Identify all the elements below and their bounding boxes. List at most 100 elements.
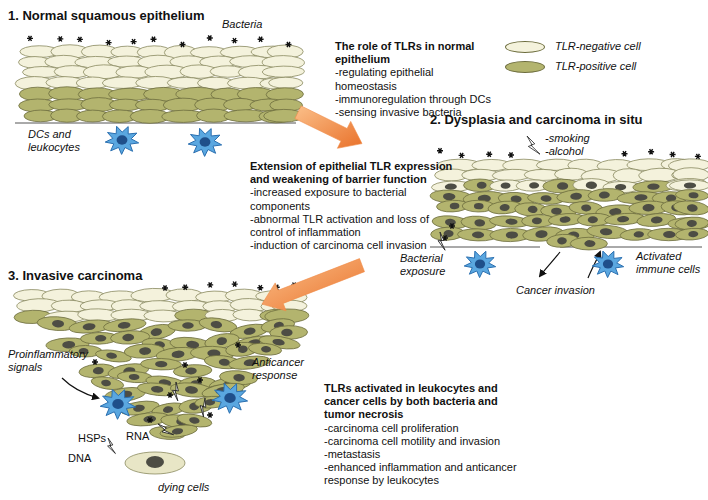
cell-nucleus <box>529 182 539 188</box>
cell-nucleus <box>133 404 146 413</box>
bacterium <box>670 152 676 157</box>
cell-nucleus <box>95 335 106 342</box>
cell-nucleus <box>600 228 613 236</box>
annotation-label: -alcohol <box>545 145 584 158</box>
cell-nucleus <box>261 346 272 353</box>
cell-nucleus <box>588 216 598 223</box>
block-heading: The role of TLRs in normal epithelium <box>335 40 497 66</box>
cell-nucleus <box>117 135 128 145</box>
cell-nucleus <box>603 260 613 269</box>
cell-nucleus <box>688 192 698 198</box>
cell-nucleus <box>112 399 124 409</box>
legend-text: TLR-positive cell <box>555 60 636 72</box>
cell-nucleus <box>477 182 487 189</box>
tlr-positive-cell <box>570 237 607 250</box>
stage-panel: 3. Invasive carcinoma <box>5 265 262 495</box>
bullet-item: -carcinoma cell proliferation <box>324 422 524 435</box>
bullet-item: -enhanced inflammation and anticancer re… <box>324 461 524 487</box>
text-block: TLRs activated in leukocytes and cancer … <box>324 382 524 488</box>
cell-nucleus <box>474 219 485 227</box>
cell-nucleus <box>687 220 697 227</box>
annotation-label: Cancer invasion <box>516 284 595 297</box>
cell-nucleus <box>243 327 256 336</box>
cell-nucleus <box>532 217 542 224</box>
dying-cell <box>125 452 185 474</box>
cell-nucleus <box>185 386 199 395</box>
tlr-negative-cell <box>262 66 304 78</box>
cell-nucleus <box>171 427 183 435</box>
bacterium <box>27 36 33 41</box>
annotation-label: -smoking <box>545 132 590 145</box>
bacterium <box>77 37 83 42</box>
bacterium <box>57 36 63 41</box>
tlr-positive-cell <box>248 342 282 357</box>
bacterium <box>151 37 157 42</box>
bacterium <box>622 151 628 156</box>
legend-swatch <box>505 41 545 53</box>
tlr-positive-cell <box>675 189 708 201</box>
bacterium <box>437 148 443 153</box>
cell-nucleus <box>93 367 104 375</box>
bacterium <box>182 362 188 367</box>
bullet-item: -sensing invasive bacteria <box>335 106 497 119</box>
bullet-item: -metastasis <box>324 448 524 461</box>
bacterium <box>147 417 153 422</box>
annotation-label: DCs and leukocytes <box>28 128 90 154</box>
cell-nucleus <box>210 320 222 329</box>
annotation-label: RNA <box>126 430 149 443</box>
lightning-symbol <box>527 136 540 154</box>
lightning-symbol <box>158 420 174 438</box>
annotation-label: Anticancer response <box>252 356 312 382</box>
cell-nucleus <box>122 334 134 342</box>
text-block: Extension of epithelial TLR expression a… <box>250 160 460 252</box>
cell-nucleus <box>443 193 456 201</box>
cell-nucleus <box>171 350 184 359</box>
cell-nucleus <box>82 323 96 331</box>
tlr-positive-cell <box>673 199 708 216</box>
cell-nucleus <box>684 182 696 188</box>
dendritic-cell <box>212 384 247 414</box>
cell-nucleus <box>450 203 460 210</box>
cell-nucleus <box>445 218 456 226</box>
cell-nucleus <box>281 329 293 337</box>
cell-nucleus <box>155 361 167 368</box>
bacterium <box>180 42 186 47</box>
cell-nucleus <box>599 191 610 198</box>
cell-nucleus <box>557 237 567 245</box>
bacterium <box>131 39 137 44</box>
cell-nucleus <box>663 231 676 238</box>
tlr-positive-cell <box>675 227 708 241</box>
cell-nucleus <box>551 207 562 215</box>
block-heading: TLRs activated in leukocytes and cancer … <box>324 382 524 422</box>
bacterium <box>182 285 188 290</box>
bacterium <box>232 38 238 43</box>
cell-nucleus <box>528 206 538 214</box>
cell-nucleus <box>162 405 173 413</box>
cell-nucleus <box>475 260 485 269</box>
bullet-item: -abnormal TLR activation and loss of con… <box>250 213 460 239</box>
cell-nucleus <box>472 231 484 238</box>
annotation-label: Activated immune cells <box>636 250 702 276</box>
cell-nucleus <box>633 231 644 238</box>
bullet-item: -carcinoma cell motility and invasion <box>324 435 524 448</box>
dendritic-cell <box>592 251 624 278</box>
annotation-label: Bacterial exposure <box>400 252 458 278</box>
cell-nucleus <box>216 336 228 345</box>
bacterium <box>449 223 455 228</box>
bacterium <box>197 377 203 382</box>
bacterium <box>257 285 263 290</box>
annotation-label: Bacteria <box>222 18 262 31</box>
cell-nucleus <box>146 456 164 468</box>
stage-heading: 3. Invasive carcinoma <box>8 268 142 283</box>
cell-nucleus <box>443 230 453 238</box>
annotation-label: dying cells <box>158 481 209 494</box>
bacterium <box>92 359 98 364</box>
bullet-item: -immunoregulation through DCs <box>335 93 497 106</box>
cell-nucleus <box>139 347 151 355</box>
cell-nucleus <box>634 194 647 201</box>
cell-nucleus <box>474 203 484 210</box>
dendritic-cell <box>464 251 496 278</box>
bacterium <box>486 152 492 157</box>
bacterium <box>508 152 514 157</box>
bacterium <box>459 153 465 158</box>
